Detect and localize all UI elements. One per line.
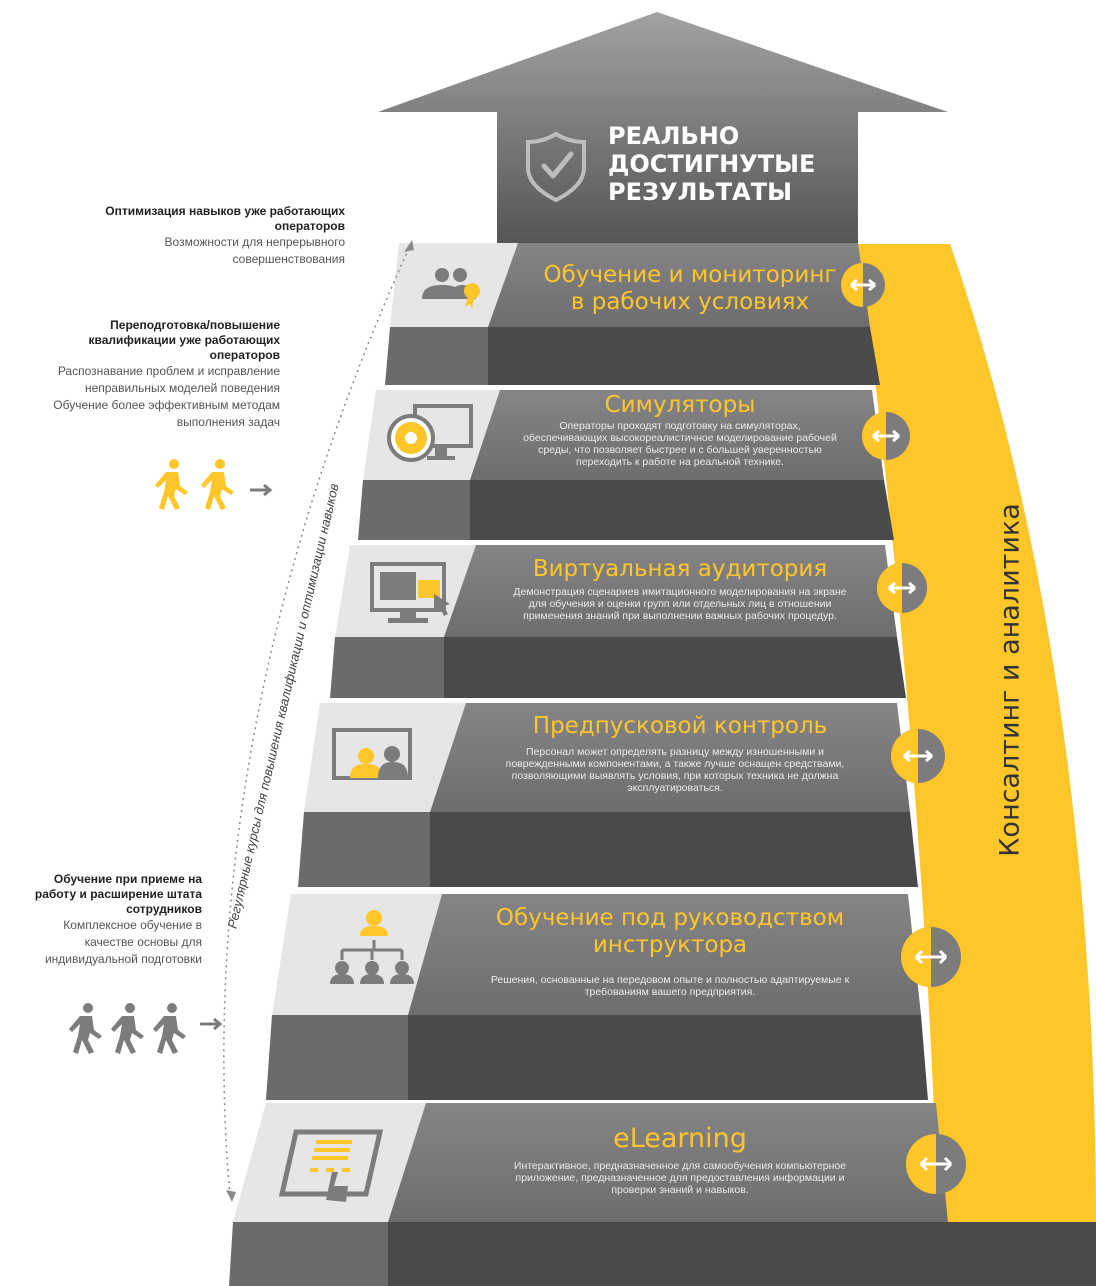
connector-6-icon[interactable] — [906, 1134, 966, 1194]
connector-5-icon[interactable] — [901, 927, 961, 987]
results-line-3: РЕЗУЛЬТАТЫ — [608, 178, 792, 206]
step-6-title: eLearning — [613, 1123, 747, 1154]
step-4-description: Персонал может определять разницу между … — [505, 746, 845, 794]
step-3-title: Виртуальная аудитория — [532, 556, 828, 582]
consulting-band — [858, 244, 1096, 1222]
step-5-title: Обучение под руководством инструктора — [495, 905, 845, 958]
shield-check-icon — [526, 131, 586, 203]
side-note-retraining: Переподготовка/повышение квалификации уж… — [53, 318, 280, 429]
step-5-block — [266, 894, 928, 1100]
step-2-description: Операторы проходят подготовку на симулят… — [523, 420, 837, 468]
consulting-label: Консалтинг и аналитика — [994, 503, 1026, 857]
side-note-onboarding: Обучение при приеме на работу и расширен… — [34, 872, 202, 966]
step-5-description: Решения, основанные на передовом опыте и… — [490, 974, 850, 998]
connector-2-icon[interactable] — [862, 412, 910, 460]
computer-click-icon — [370, 562, 450, 623]
progression-curve — [223, 240, 414, 1202]
step-6-description: Интерактивное, предназначенное для самоо… — [513, 1160, 847, 1196]
side-note-optimization: Оптимизация навыков уже работающих опера… — [105, 204, 345, 266]
screen-group-icon — [332, 728, 412, 780]
connector-1-icon[interactable] — [841, 263, 885, 307]
connector-3-icon[interactable] — [877, 563, 927, 613]
walking-trio-gray-icon — [69, 1003, 223, 1054]
people-award-icon — [422, 268, 480, 309]
walking-pair-yellow-icon — [155, 459, 273, 510]
results-line-1: РЕАЛЬНО — [608, 122, 740, 150]
step-3-description: Демонстрация сценариев имитационного мод… — [513, 586, 847, 622]
results-arrow — [378, 12, 948, 244]
results-label: РЕАЛЬНО ДОСТИГНУТЫЕ РЕЗУЛЬТАТЫ — [608, 122, 815, 206]
connector-4-icon[interactable] — [891, 729, 945, 783]
results-line-2: ДОСТИГНУТЫЕ — [608, 150, 816, 178]
step-1-block — [385, 243, 880, 385]
instructor-hierarchy-icon — [330, 910, 414, 984]
step-2-title: Симуляторы — [604, 392, 756, 418]
step-4-title: Предпусковой контроль — [532, 713, 828, 739]
steering-monitor-icon — [387, 404, 473, 462]
step-1-title: Обучение и мониторинг в рабочих условиях — [543, 262, 837, 315]
tablet-touch-icon — [278, 1129, 384, 1202]
